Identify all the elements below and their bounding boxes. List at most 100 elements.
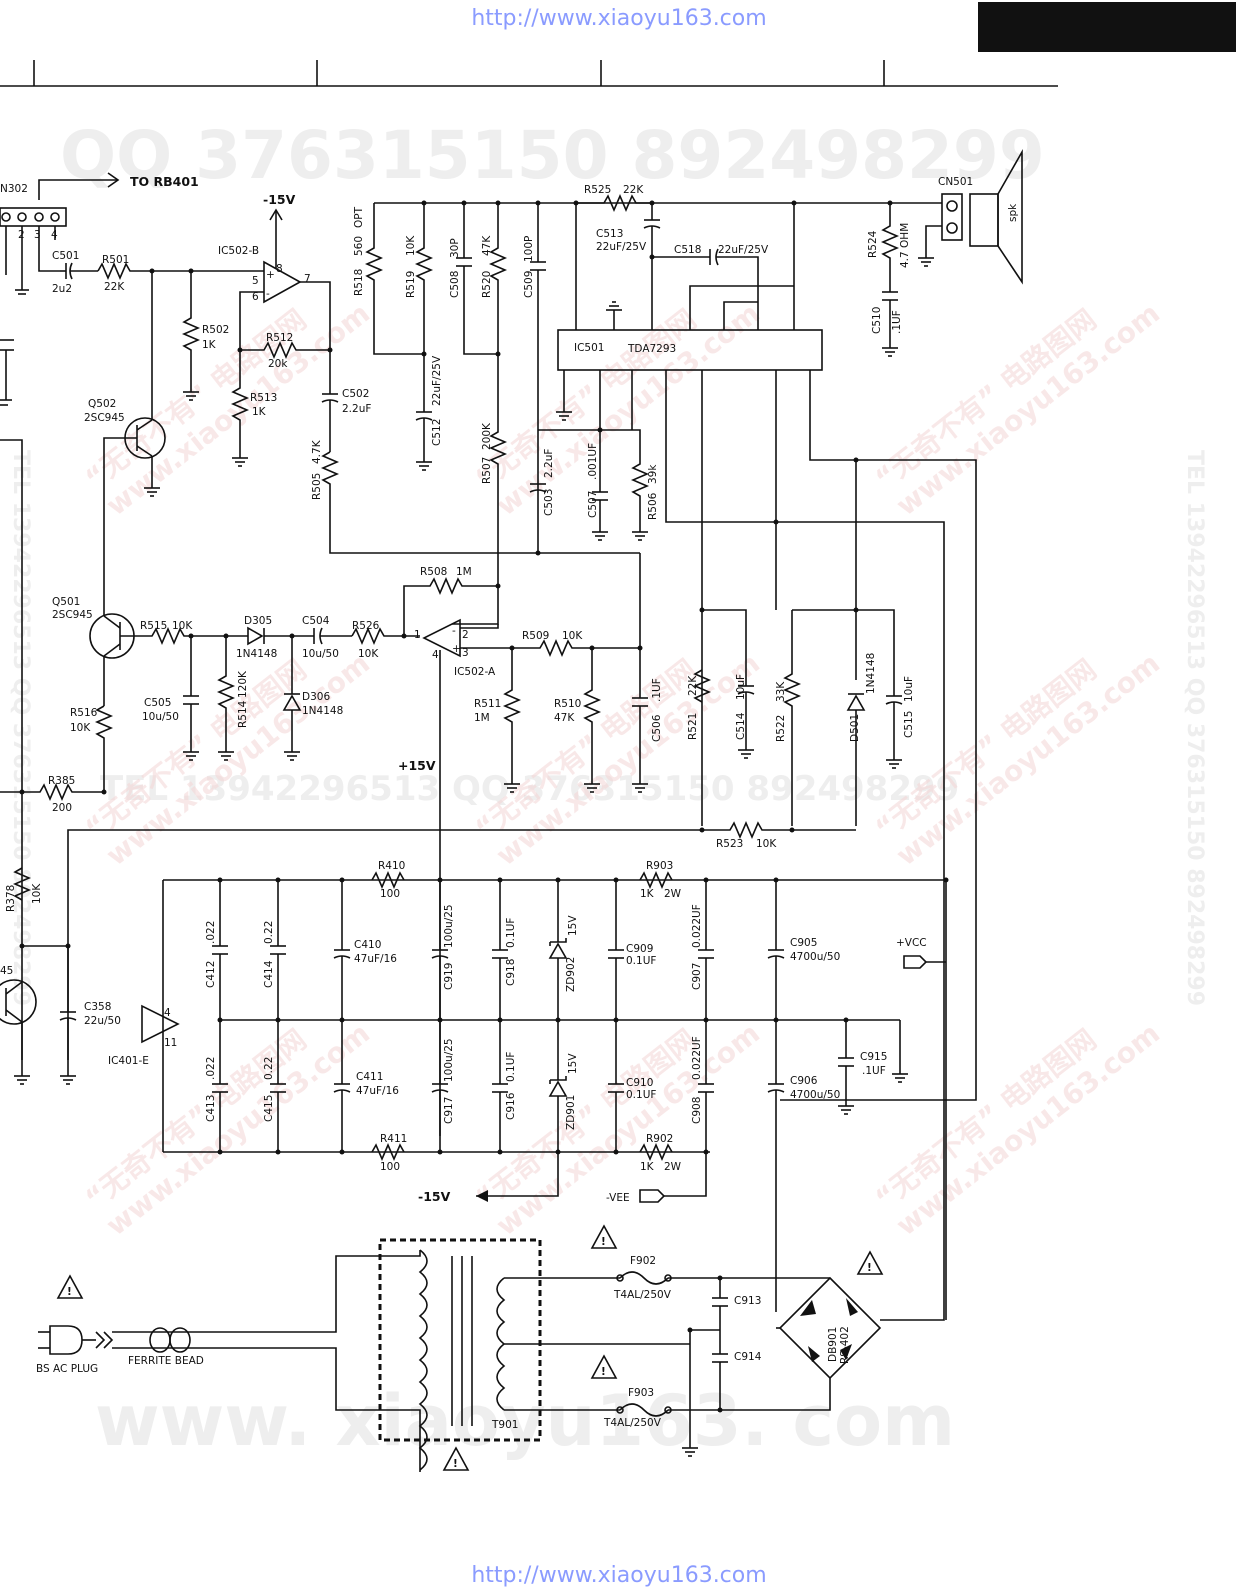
watermark-site-3: www.xiaoyu163.com <box>890 297 1166 523</box>
svg-text:!: ! <box>867 1262 872 1274</box>
footer-url[interactable]: http://www.xiaoyu163.com <box>471 1563 767 1588</box>
capacitor-c917: C917 100u/25 <box>431 1020 455 1152</box>
c905-value: 4700u/50 <box>790 951 840 963</box>
svg-text:+: + <box>266 269 275 281</box>
resistor-r502: R502 1K <box>181 271 229 401</box>
resistor-r516: R516 10K <box>70 705 114 792</box>
c415-value: 0.22 <box>263 1057 275 1080</box>
resistor-r506: R506 39k <box>600 429 659 541</box>
q502-type: 2SC945 <box>84 412 125 424</box>
connector-cn501-speaker: CN501 spk <box>890 148 1023 285</box>
resistor-r505: R505 4.7K <box>311 439 640 554</box>
d501-label: D501 <box>849 714 861 742</box>
watermark-site-9: www.xiaoyu163.com <box>890 1017 1166 1243</box>
c412-label: C412 <box>205 961 217 988</box>
c518-label: C518 <box>674 244 701 256</box>
transformer-t901: T901 <box>335 1238 690 1472</box>
c506-value: .1UF <box>651 678 663 702</box>
header-url[interactable]: http://www.xiaoyu163.com <box>471 6 767 31</box>
capacitor-c503: C503 2.2uF <box>529 370 603 516</box>
watermark-site-7: www.xiaoyu163.com <box>100 1017 376 1243</box>
r508-label: R508 <box>420 566 447 578</box>
c513-label: C513 <box>596 228 623 240</box>
q502-label: Q502 <box>88 398 116 410</box>
minus15v-arrow: -15V <box>418 1152 559 1204</box>
watermark-bottom-site: www. xiaoyu163. com <box>95 1380 955 1462</box>
c505-label: C505 <box>144 697 171 709</box>
capacitor-c509: C509 100P <box>523 200 546 556</box>
svg-text:!: ! <box>67 1286 72 1298</box>
capacitor-c514: C514 10uF <box>735 674 755 759</box>
r385-value: 200 <box>52 802 72 814</box>
transistor-q-left: 45 <box>0 965 37 1085</box>
c515-label: C515 <box>903 711 915 738</box>
c503-label: C503 <box>543 489 555 516</box>
c915-value: .1UF <box>862 1065 886 1077</box>
r520-value: 47K <box>481 235 493 256</box>
c909-value: 0.1UF <box>626 955 656 967</box>
r508-value: 1M <box>456 566 472 578</box>
watermark-site-8: www.xiaoyu163.com <box>490 1017 766 1243</box>
svg-text:-: - <box>452 625 456 637</box>
resistor-r523: R523 10K <box>67 820 856 1060</box>
d306-type: 1N4148 <box>302 705 343 717</box>
r385-label: R385 <box>48 775 75 787</box>
ic-ic501-tda7293: IC501 TDA7293 <box>557 285 823 371</box>
r902-label: R902 <box>646 1133 673 1145</box>
c501-label: C501 <box>52 250 79 262</box>
opt-label: OPT <box>353 206 365 228</box>
r506-value: 39k <box>647 464 659 484</box>
r514-label: R514 <box>237 700 249 728</box>
c410-label: C410 <box>354 939 381 951</box>
ic501-label: IC501 <box>574 342 604 354</box>
warning-icon: ! <box>590 1224 618 1249</box>
capacitor-c905: C905 4700u/50 <box>767 880 840 1020</box>
c415-label: C415 <box>263 1095 275 1122</box>
resistor-r902: R902 1K 2W <box>639 1133 682 1173</box>
resistor-r512: R512 20k <box>237 332 333 370</box>
r902-value: 1K <box>640 1161 655 1173</box>
r378-value: 10K <box>31 883 43 904</box>
resistor-r519: R519 10K <box>405 200 434 357</box>
r524-value: 4.7 OHM <box>899 223 911 268</box>
c412-value: .022 <box>205 921 217 944</box>
watermark-side-left: TEL 13942296513 QQ 376315150 892498299 <box>8 450 33 1006</box>
cn302-label: N302 <box>0 183 28 195</box>
q-left-type: 45 <box>0 965 13 977</box>
zd902-label: ZD902 <box>565 957 577 992</box>
r501-label: R501 <box>102 254 129 266</box>
capacitor-c510: C510 .1UF <box>871 291 903 357</box>
resistor-r510: R510 47K <box>554 648 602 793</box>
vee-label: -VEE <box>606 1192 630 1204</box>
capacitor-c916: C916 0.1UF <box>492 1020 517 1152</box>
c907-value: 0.022UF <box>691 904 703 948</box>
c518-value: 22uF/25V <box>718 244 769 256</box>
resistor-r378: R378 10K <box>5 867 43 912</box>
r526-value: 10K <box>358 648 379 660</box>
c512-value: 22uF/25V <box>431 355 443 406</box>
r903-watt: 2W <box>664 888 682 900</box>
t901-label: T901 <box>491 1419 518 1431</box>
c509-value: 100P <box>523 236 535 262</box>
c503-value: 2.2uF <box>543 449 555 478</box>
resistor-r385: R385 200 <box>0 775 107 814</box>
resistor-r525: R525 22K <box>573 184 655 330</box>
c410-value: 47uF/16 <box>354 953 397 965</box>
watermark-mid: TEL 13942296513 QQ 376315150 892498299 <box>100 769 959 809</box>
c414-label: C414 <box>263 960 275 988</box>
f903-value: T4AL/250V <box>603 1417 662 1429</box>
zener-zd902: ZD902 15V <box>548 880 579 1020</box>
ferrite-bead: FERRITE BEAD <box>128 1327 204 1367</box>
r502-label: R502 <box>202 324 229 336</box>
r519-label: R519 <box>405 271 417 298</box>
svg-text:11: 11 <box>164 1037 177 1049</box>
r526-label: R526 <box>352 620 380 632</box>
r521-label: R521 <box>687 713 699 740</box>
c508-label: C508 <box>449 271 461 298</box>
svg-text:8: 8 <box>276 263 283 275</box>
capacitor-c415: C415 0.22 <box>263 1020 286 1152</box>
r512-value: 20k <box>268 358 288 370</box>
ground-ic501-1 <box>556 370 572 421</box>
c411-value: 47uF/16 <box>356 1085 399 1097</box>
